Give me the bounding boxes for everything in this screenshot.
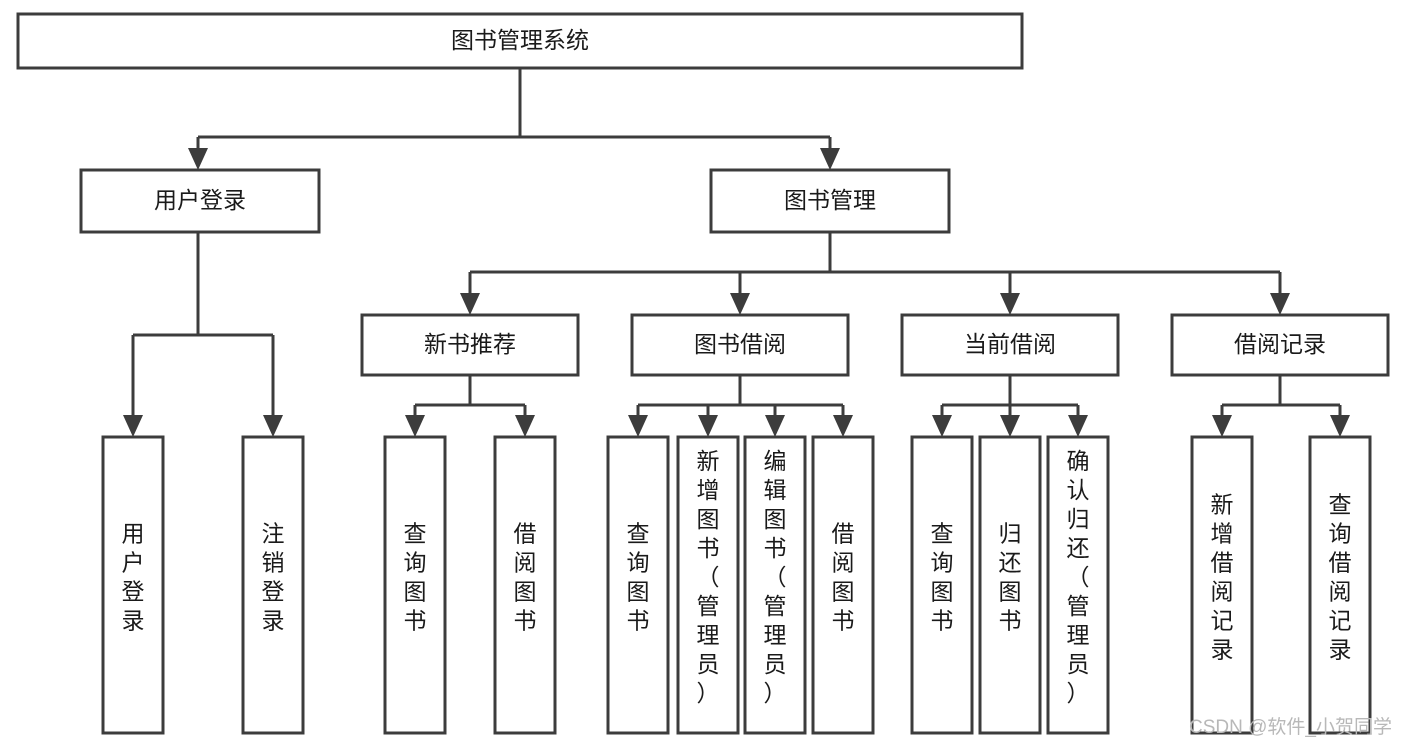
arrowhead-leaf-br-add-record (1212, 415, 1232, 437)
node-leaf-nbr-query-book[interactable]: 查询图书 (383, 435, 447, 735)
node-leaf-br-add-record[interactable]: 新增借阅记录 (1190, 435, 1254, 735)
node-new-book-recommend[interactable]: 新书推荐 (360, 313, 580, 377)
node-leaf-cb-query-book[interactable]: 查询图书 (910, 435, 974, 735)
arrowhead-leaf-user-login (123, 415, 143, 437)
node-leaf-br-query-record[interactable]: 查询借阅记录 (1308, 435, 1372, 735)
arrowhead-leaf-nbr-query-book (405, 415, 425, 437)
node-book-management-label: 图书管理 (784, 187, 876, 213)
node-leaf-bb-query-book-box[interactable] (606, 435, 670, 735)
arrowhead-current-borrow (1000, 293, 1020, 315)
node-user-login[interactable]: 用户登录 (79, 168, 321, 234)
node-user-login-label: 用户登录 (154, 187, 246, 213)
arrowhead-borrow-record (1270, 293, 1290, 315)
node-leaf-cb-return-book[interactable]: 归还图书 (978, 435, 1042, 735)
arrowhead-leaf-user-logout (263, 415, 283, 437)
node-leaf-cb-query-book-box[interactable] (910, 435, 974, 735)
arrowhead-book-borrow (730, 293, 750, 315)
arrowhead-leaf-nbr-borrow-book (515, 415, 535, 437)
node-leaf-user-logout-box[interactable] (241, 435, 305, 735)
node-current-borrow[interactable]: 当前借阅 (900, 313, 1120, 377)
watermark-label: CSDN @软件_小贺同学 (1189, 716, 1392, 738)
node-leaf-cb-return-book-label: 归还图书 (999, 521, 1022, 634)
node-borrow-record-label: 借阅记录 (1234, 331, 1326, 357)
node-leaf-cb-query-book-label: 查询图书 (931, 521, 954, 634)
node-leaf-br-query-record-box[interactable] (1308, 435, 1372, 735)
node-root-box[interactable] (16, 12, 1024, 70)
arrowhead-leaf-cb-query-book (932, 415, 952, 437)
node-new-book-recommend-label: 新书推荐 (424, 331, 516, 357)
arrowhead-leaf-bb-add-book (698, 415, 718, 437)
node-book-borrow[interactable]: 图书借阅 (630, 313, 850, 377)
arrowhead-book-management (820, 148, 840, 170)
node-leaf-nbr-borrow-book[interactable]: 借阅图书 (493, 435, 557, 735)
node-leaf-user-logout[interactable]: 注销登录 (241, 435, 305, 735)
node-borrow-record[interactable]: 借阅记录 (1170, 313, 1390, 377)
node-book-borrow-label: 图书借阅 (694, 331, 786, 357)
node-book-management[interactable]: 图书管理 (709, 168, 951, 234)
node-current-borrow-label: 当前借阅 (964, 331, 1056, 357)
node-leaf-bb-query-book-label: 查询图书 (627, 521, 650, 634)
node-root-label: 图书管理系统 (451, 27, 589, 53)
arrowhead-new-book-recommend (460, 293, 480, 315)
connector-layer (123, 68, 1350, 437)
node-leaf-user-login-box[interactable] (101, 435, 165, 735)
node-leaf-user-logout-label: 注销登录 (262, 521, 285, 634)
node-leaf-nbr-query-book-label: 查询图书 (404, 521, 427, 634)
node-leaf-cb-confirm-return-label: 确认归还（管理员） (1067, 448, 1090, 706)
arrowhead-leaf-cb-return-book (1000, 415, 1020, 437)
node-leaf-br-add-record-label: 新增借阅记录 (1211, 492, 1234, 663)
node-leaf-bb-query-book[interactable]: 查询图书 (606, 435, 670, 735)
node-book-management-box[interactable] (709, 168, 951, 234)
node-leaf-bb-add-book-box[interactable] (676, 435, 740, 735)
node-borrow-record-box[interactable] (1170, 313, 1390, 377)
node-leaf-bb-edit-book-label: 编辑图书（管理员） (764, 448, 787, 706)
arrowhead-leaf-bb-edit-book (765, 415, 785, 437)
node-new-book-recommend-box[interactable] (360, 313, 580, 377)
node-leaf-br-query-record-label: 查询借阅记录 (1329, 492, 1352, 663)
node-leaf-user-login-label: 用户登录 (122, 521, 145, 634)
node-leaf-bb-borrow-book[interactable]: 借阅图书 (811, 435, 875, 735)
node-leaf-bb-add-book-label: 新增图书（管理员） (697, 448, 720, 706)
arrowhead-leaf-cb-confirm-return (1068, 415, 1088, 437)
node-leaf-bb-borrow-book-box[interactable] (811, 435, 875, 735)
node-leaf-user-login[interactable]: 用户登录 (101, 435, 165, 735)
arrowhead-leaf-br-query-record (1330, 415, 1350, 437)
node-leaf-nbr-borrow-book-box[interactable] (493, 435, 557, 735)
arrowhead-user-login (188, 148, 208, 170)
leaf-node-layer: 用户登录 注销登录 查询图书 借阅图书 查询图书 新增图书（管理员） (101, 435, 1372, 735)
node-leaf-br-add-record-box[interactable] (1190, 435, 1254, 735)
node-leaf-nbr-query-book-box[interactable] (383, 435, 447, 735)
node-user-login-box[interactable] (79, 168, 321, 234)
node-leaf-cb-confirm-return-box[interactable] (1046, 435, 1110, 735)
node-current-borrow-box[interactable] (900, 313, 1120, 377)
arrowhead-leaf-bb-borrow-book (833, 415, 853, 437)
node-leaf-bb-add-book[interactable]: 新增图书（管理员） (676, 435, 740, 735)
node-leaf-bb-borrow-book-label: 借阅图书 (832, 521, 855, 634)
node-leaf-cb-return-book-box[interactable] (978, 435, 1042, 735)
node-root[interactable]: 图书管理系统 (16, 12, 1024, 70)
arrowhead-leaf-bb-query-book (628, 415, 648, 437)
node-book-borrow-box[interactable] (630, 313, 850, 377)
node-leaf-bb-edit-book[interactable]: 编辑图书（管理员） (743, 435, 807, 735)
node-leaf-bb-edit-book-box[interactable] (743, 435, 807, 735)
node-leaf-nbr-borrow-book-label: 借阅图书 (514, 521, 537, 634)
node-leaf-cb-confirm-return[interactable]: 确认归还（管理员） (1046, 435, 1110, 735)
